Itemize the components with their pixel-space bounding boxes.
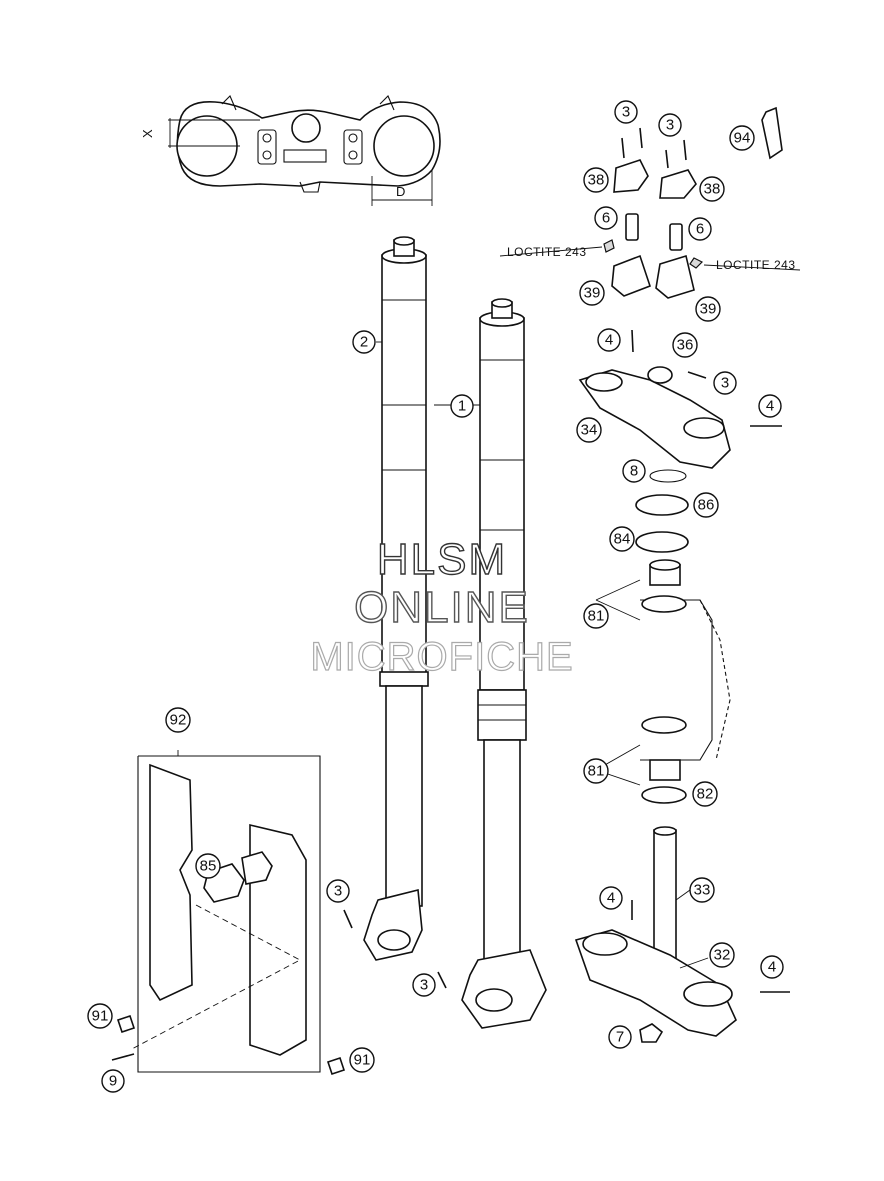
callout-38a: 38 [583,167,609,193]
callout-86: 86 [693,492,719,518]
svg-text:91: 91 [354,1052,371,1069]
callout-3e: 3 [412,973,436,997]
dim-x-label: X [140,129,155,138]
callout-3a: 3 [614,100,638,124]
fork-leg-1 [461,298,547,1029]
svg-text:84: 84 [614,531,631,548]
svg-text:33: 33 [694,882,711,899]
callout-39a: 39 [579,280,605,306]
callout-91a: 91 [87,1003,113,1029]
fork-guard-set [111,750,346,1076]
svg-text:85: 85 [200,858,217,875]
svg-text:4: 4 [768,959,776,976]
callout-94: 94 [729,125,755,151]
svg-text:8: 8 [630,463,638,480]
svg-text:6: 6 [602,210,610,227]
callout-81b: 81 [583,758,609,784]
svg-text:4: 4 [605,332,613,349]
callout-7: 7 [608,1025,632,1049]
handlebar-clamps [499,106,801,299]
svg-text:3: 3 [721,375,729,392]
callout-6b: 6 [688,217,712,241]
svg-text:9: 9 [109,1073,117,1090]
callout-34: 34 [576,417,602,443]
callout-81a: 81 [583,603,609,629]
callout-3b: 3 [658,113,682,137]
callout-33: 33 [689,877,715,903]
triple-clamp-top-view: X D [140,95,441,206]
svg-text:94: 94 [734,130,751,147]
callout-3d: 3 [326,879,350,903]
svg-text:92: 92 [170,712,187,729]
loctite-note-left: LOCTITE 243 [507,245,587,259]
fork-leg-2 [363,236,429,961]
callout-4c: 4 [599,886,623,910]
svg-text:81: 81 [588,608,605,625]
svg-text:3: 3 [334,883,342,900]
callout-4d: 4 [760,955,784,979]
callout-6a: 6 [594,206,618,230]
callout-92: 92 [165,707,191,733]
callout-32: 32 [709,942,735,968]
loctite-note-right: LOCTITE 243 [716,258,796,272]
callout-38b: 38 [699,176,725,202]
svg-text:34: 34 [581,422,598,439]
lower-triple-clamp-stem [574,826,790,1043]
fork-pinch-screws [343,909,447,989]
callout-3c: 3 [713,371,737,395]
svg-text:7: 7 [616,1029,624,1046]
svg-text:82: 82 [697,786,714,803]
svg-text:3: 3 [420,977,428,994]
callout-4a: 4 [597,328,621,352]
svg-text:36: 36 [677,337,694,354]
svg-text:3: 3 [622,104,630,121]
callout-84: 84 [609,526,635,552]
svg-text:81: 81 [588,763,605,780]
callout-85: 85 [195,853,221,879]
svg-text:86: 86 [698,497,715,514]
svg-text:38: 38 [704,181,721,198]
callout-91b: 91 [349,1047,375,1073]
callout-36: 36 [672,332,698,358]
callout-9: 9 [101,1069,125,1093]
callout-2: 2 [352,330,376,354]
svg-text:32: 32 [714,947,731,964]
svg-text:3: 3 [666,117,674,134]
callout-39b: 39 [695,296,721,322]
svg-text:4: 4 [766,398,774,415]
svg-text:2: 2 [360,334,368,351]
dim-d-label: D [396,184,405,199]
svg-text:4: 4 [607,890,615,907]
svg-text:38: 38 [588,172,605,189]
svg-text:6: 6 [696,221,704,238]
bearing-stack [635,469,731,804]
callout-8: 8 [622,459,646,483]
upper-triple-clamp [578,329,782,469]
svg-text:91: 91 [92,1008,109,1025]
callout-4b: 4 [758,394,782,418]
svg-text:39: 39 [700,301,717,318]
callout-82: 82 [692,781,718,807]
svg-text:39: 39 [584,285,601,302]
svg-text:1: 1 [458,398,466,415]
callout-1: 1 [450,394,474,418]
